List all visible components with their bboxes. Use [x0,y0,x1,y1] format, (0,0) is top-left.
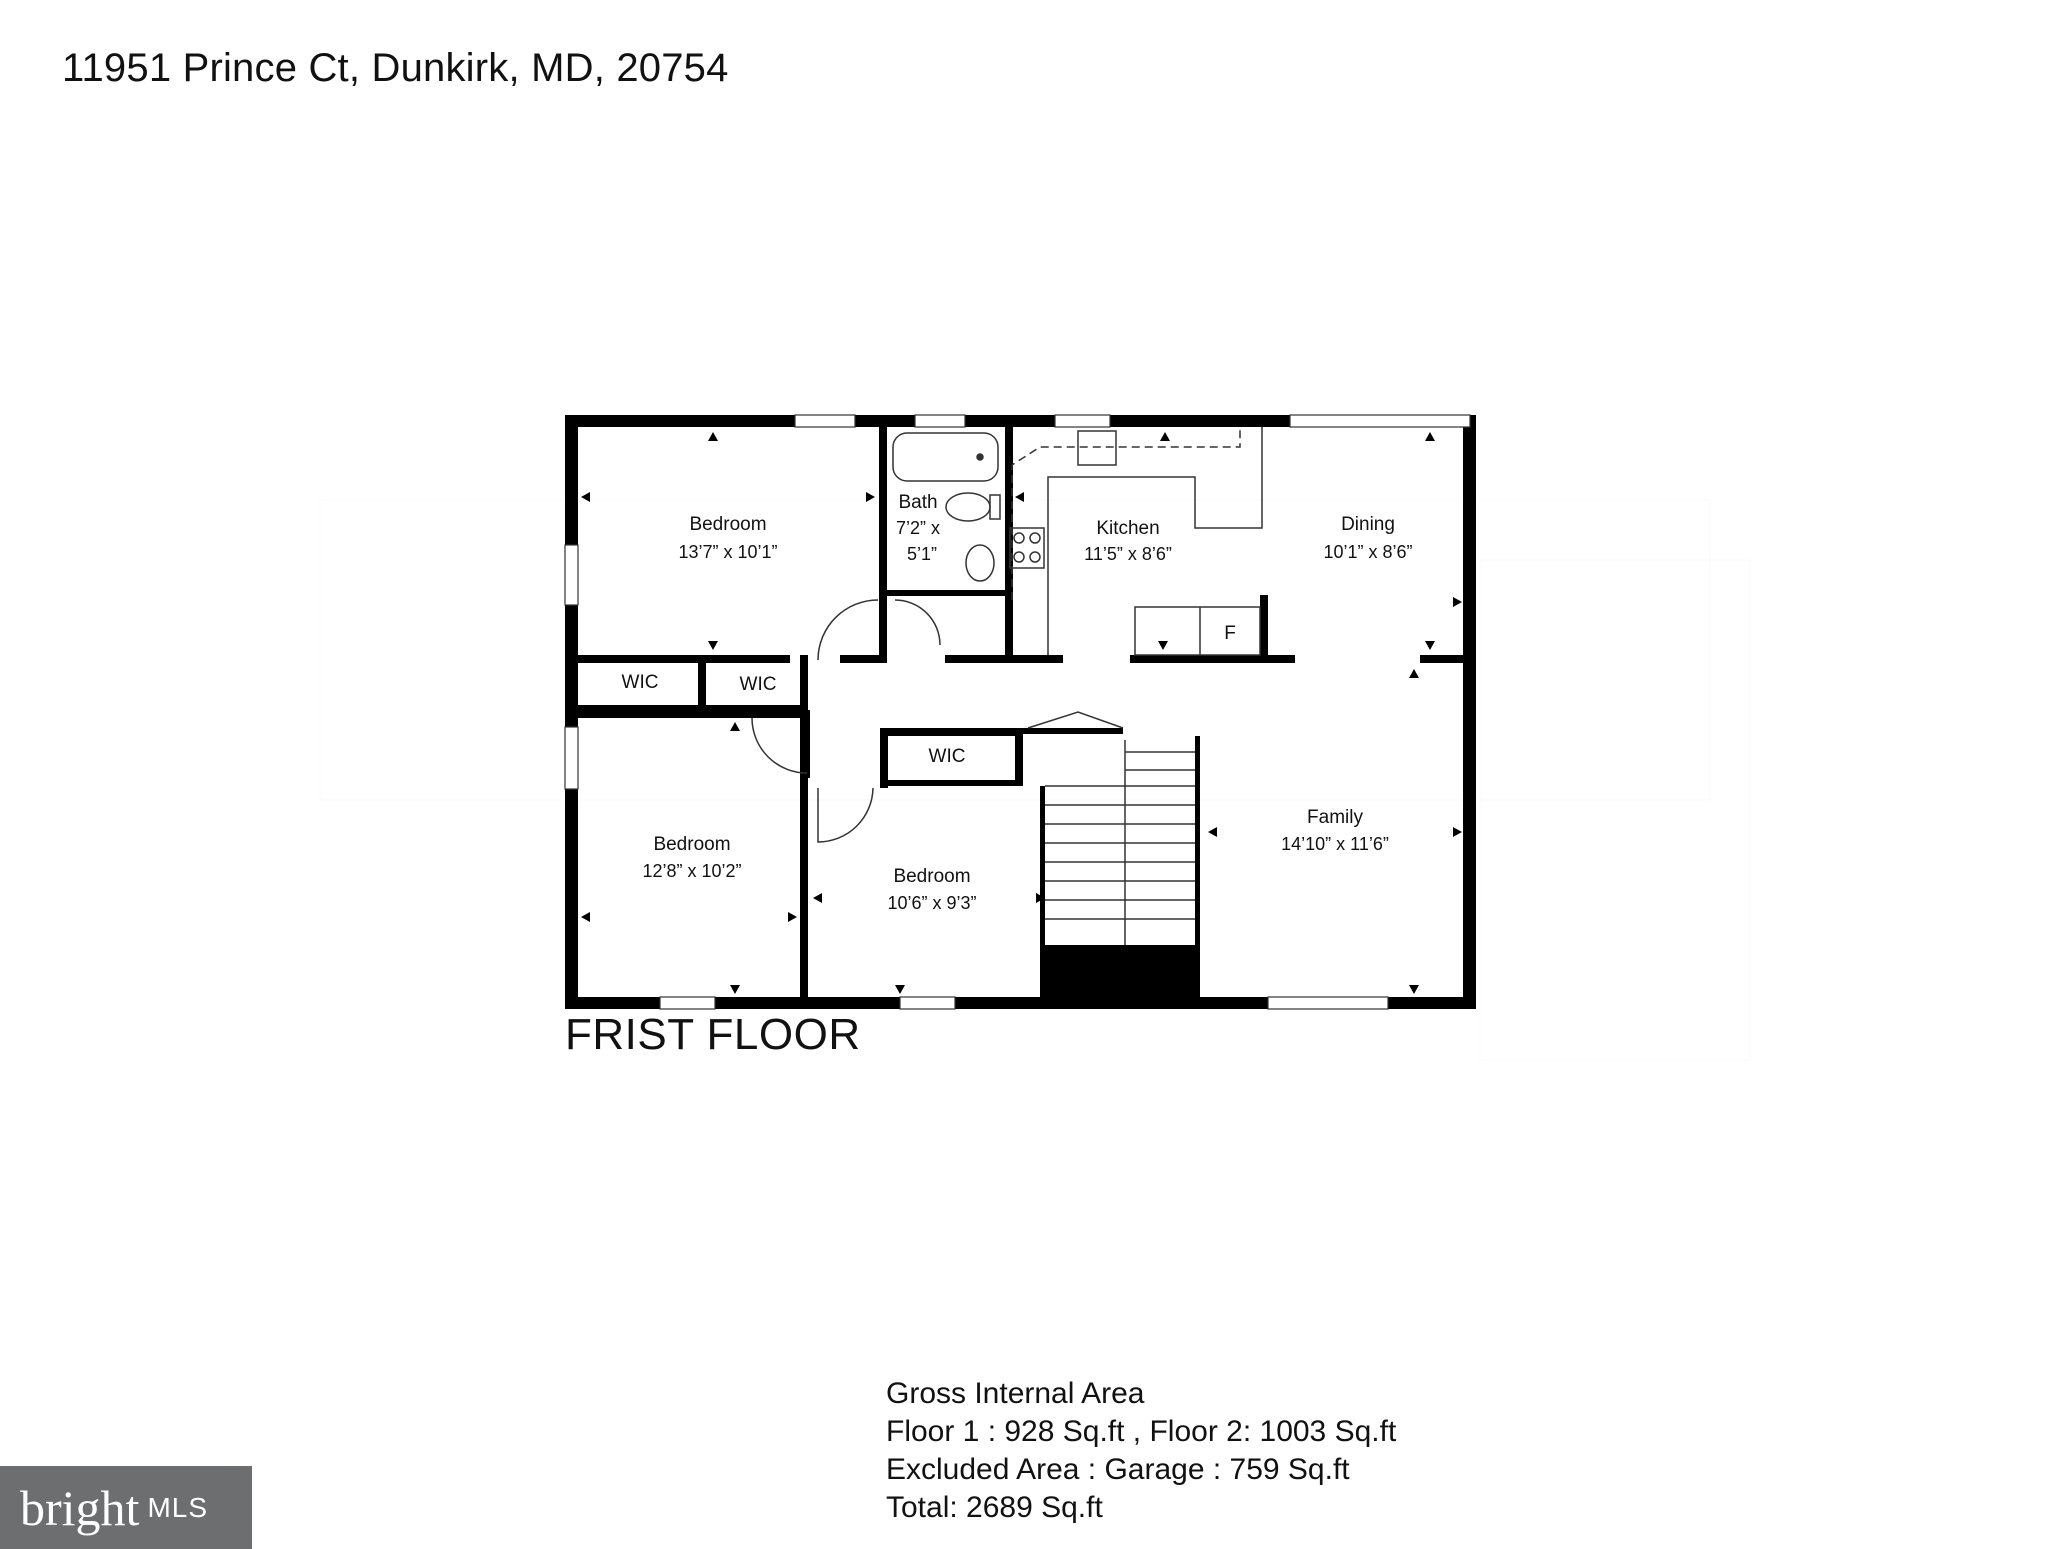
arrow-left-icon [1208,827,1217,837]
kitchen-sink-icon [1077,430,1117,466]
room-name: Bedroom [893,866,970,887]
door-swing-icon [751,717,808,774]
arrow-up-icon [708,432,718,441]
arrow-down-icon [730,985,740,994]
room-name: WIC [929,746,966,767]
room-dimensions: 12’8” x 10’2” [642,861,741,881]
room-name: WIC [740,674,777,695]
room-name: WIC [622,672,659,693]
watermark-grid [319,499,1751,1061]
toilet-icon [945,492,991,522]
sink-icon [965,544,995,582]
door-swing-icon [817,599,879,661]
island-counter [1134,606,1261,656]
room-labels: Bedroom 13’7” x 10’1” Bath 7’2” x 5’1” K… [622,492,1413,913]
area-title: Gross Internal Area [886,1377,1145,1410]
room-dimensions: 11’5” x 8’6” [1084,544,1172,564]
fridge-label: F [1224,623,1236,644]
stove-icon [1009,527,1045,569]
room-name: Dining [1341,514,1395,535]
arrow-right-icon [866,492,875,502]
arrow-right-icon [788,912,797,922]
area-total: Total: 2689 Sq.ft [886,1491,1103,1524]
arrow-down-icon [1425,641,1435,650]
dimension-markers [581,432,1462,994]
arrow-down-icon [1409,985,1419,994]
arrow-left-icon [813,893,822,903]
closet-door-icon [1027,711,1124,729]
property-address: 11951 Prince Ct, Dunkirk, MD, 20754 [62,46,729,90]
door-swing-icon [894,599,941,646]
room-name: Family [1307,807,1363,828]
arrow-up-icon [1425,432,1435,441]
room-name: Bedroom [653,834,730,855]
room-dimensions: 10’1” x 8’6” [1323,542,1412,562]
floor-label: FRIST FLOOR [565,1010,861,1059]
area-floors: Floor 1 : 928 Sq.ft , Floor 2: 1003 Sq.f… [886,1415,1397,1448]
arrow-up-icon [1409,669,1419,678]
door-swing-icon [817,787,874,843]
bright-mls-logo: bright MLS [0,1466,252,1549]
room-name: Bedroom [689,514,766,535]
room-dimensions: 13’7” x 10’1” [678,542,777,562]
arrow-left-icon [581,492,590,502]
interior-walls [578,427,1470,1003]
arrow-down-icon [895,985,905,994]
logo-suffix: MLS [147,1491,209,1523]
counter-outline [1011,427,1241,600]
stairs-icon [1045,740,1195,945]
room-dimensions: 10’6” x 9’3” [887,893,976,913]
area-summary: Gross Internal Area Floor 1 : 928 Sq.ft … [886,1375,1396,1527]
fixtures [751,427,1263,945]
room-dimensions: 5’1” [907,544,937,564]
arrow-right-icon [1015,492,1024,502]
room-name: Kitchen [1096,518,1159,539]
room-dimensions: 7’2” x [896,518,940,538]
bathtub-icon [892,432,999,482]
arrow-up-icon [1160,432,1170,441]
arrow-right-icon [1453,597,1462,607]
arrow-right-icon [1036,893,1045,903]
arrow-down-icon [708,641,718,650]
windows [564,414,1471,1010]
arrow-right-icon [1453,827,1462,837]
area-excluded: Excluded Area : Garage : 759 Sq.ft [886,1453,1350,1486]
logo-word: bright [20,1479,140,1536]
arrow-left-icon [581,912,590,922]
arrow-up-icon [730,722,740,731]
arrow-down-icon [1158,641,1168,650]
room-dimensions: 14’10” x 11’6” [1281,834,1389,854]
room-name: Bath [898,492,937,513]
